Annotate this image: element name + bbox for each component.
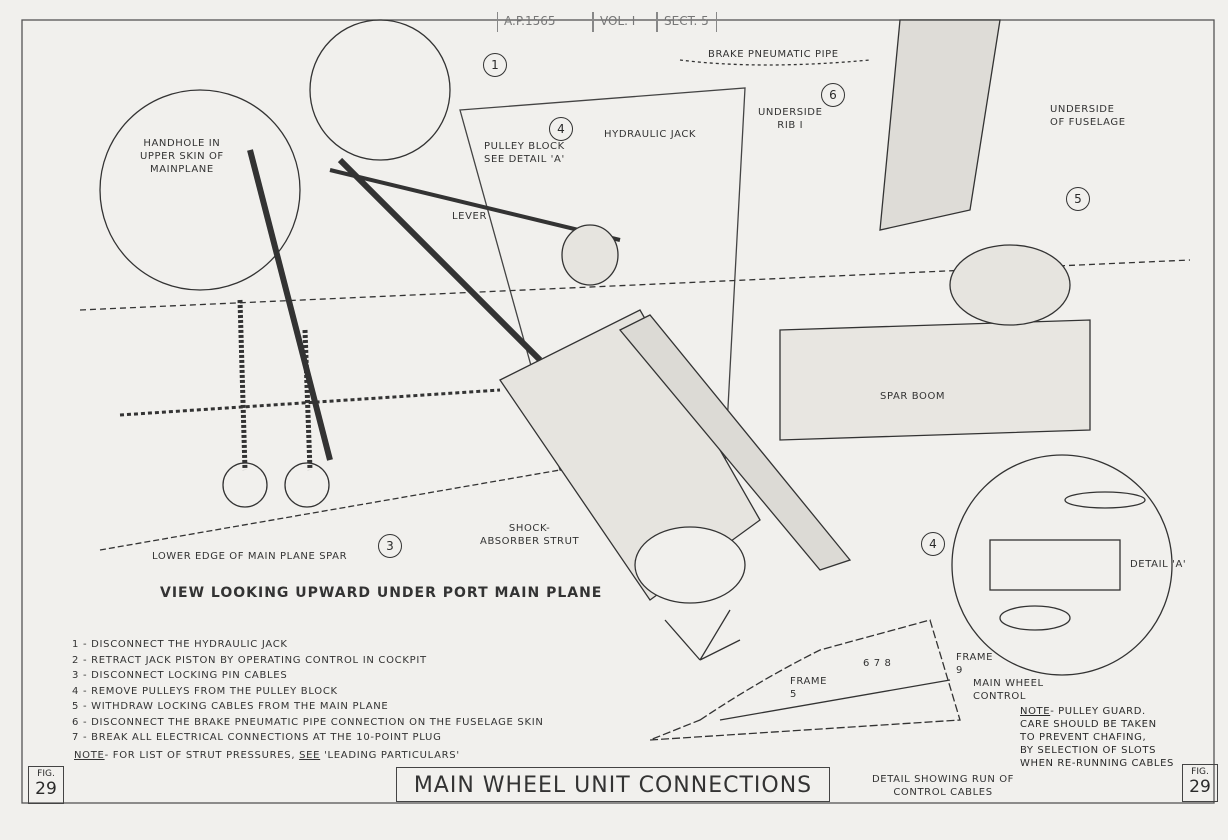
pulley-note: NOTE- PULLEY GUARD. CARE SHOULD BE TAKEN…	[1020, 705, 1174, 770]
view-title: VIEW LOOKING UPWARD UNDER PORT MAIN PLAN…	[160, 585, 603, 601]
label-lever: LEVER	[452, 211, 487, 222]
step: 2 - RETRACT JACK PISTON BY OPERATING CON…	[72, 654, 427, 666]
pulley-note-text: - PULLEY GUARD. CARE SHOULD BE TAKEN TO …	[1020, 706, 1174, 769]
callout-5: 5	[1066, 187, 1090, 211]
section: SECT. 5	[657, 12, 717, 32]
label-handhole: HANDHOLE IN UPPER SKIN OF MAINPLANE	[140, 138, 224, 175]
step: 7 - BREAK ALL ELECTRICAL CONNECTIONS AT …	[72, 732, 442, 743]
label-brake-pipe: BRAKE PNEUMATIC PIPE	[708, 49, 839, 60]
strut-arm-left	[247, 149, 333, 461]
label-detail-run: DETAIL SHOWING RUN OF CONTROL CABLES	[872, 774, 1015, 798]
callout-1: 1	[483, 53, 507, 77]
step: 4 - REMOVE PULLEYS FROM THE PULLEY BLOCK	[72, 685, 338, 697]
label-frame-5: FRAME 5	[790, 676, 828, 700]
label-underside-fuselage: UNDERSIDE OF FUSELAGE	[1050, 104, 1126, 128]
doc-number: A.P.1565	[497, 12, 593, 32]
instruction-list: 1 - DISCONNECT THE HYDRAULIC JACK 2 - RE…	[72, 637, 544, 746]
callout-4: 4	[549, 117, 573, 141]
note-ref: 'LEADING PARTICULARS'	[320, 750, 460, 761]
label-spar-boom: SPAR BOOM	[880, 391, 946, 402]
detail-a-circle	[951, 454, 1173, 676]
lever-arm	[337, 157, 543, 363]
sheet-border	[21, 19, 1215, 804]
hydraulic-jack	[561, 224, 619, 286]
label-shock-strut: SHOCK- ABSORBER STRUT	[480, 523, 580, 547]
figure-title: MAIN WHEEL UNIT CONNECTIONS	[396, 767, 830, 802]
locking-chains	[237, 299, 313, 471]
label-frames-6-8: 6 7 8	[863, 658, 892, 669]
fig-box-left: FIG.29	[28, 766, 64, 804]
label-hydraulic-jack: HYDRAULIC JACK	[604, 129, 697, 140]
note-see: SEE	[299, 750, 321, 761]
label-main-wheel-control: MAIN WHEEL CONTROL	[973, 678, 1044, 702]
handhole-circle	[99, 89, 301, 291]
spar-boom	[779, 319, 1091, 441]
fig-box-right: FIG.29	[1182, 764, 1218, 802]
label-pulley-block: PULLEY BLOCK SEE DETAIL 'A'	[484, 141, 565, 165]
callout-4-detail: 4	[921, 532, 945, 556]
callout-3: 3	[378, 534, 402, 558]
step: 1 - DISCONNECT THE HYDRAULIC JACK	[72, 639, 288, 650]
step: 6 - DISCONNECT THE BRAKE PNEUMATIC PIPE …	[72, 716, 544, 728]
brake-pipe-line	[679, 59, 871, 66]
callout-6: 6	[821, 83, 845, 107]
fig-label: FIG.	[37, 769, 55, 779]
label-detail-a: DETAIL 'A'	[1130, 559, 1187, 570]
label-underside-rib: UNDERSIDE RIB I	[758, 107, 823, 131]
label-lower-edge: LOWER EDGE OF MAIN PLANE SPAR	[152, 551, 348, 562]
fig-number: 29	[1189, 777, 1211, 797]
fig-number: 29	[35, 779, 57, 799]
strut-note: NOTE- FOR LIST OF STRUT PRESSURES, SEE '…	[74, 750, 460, 761]
aircraft-outline	[649, 619, 961, 741]
detail-1-circle	[309, 19, 451, 161]
fig-label: FIG.	[1191, 767, 1209, 777]
volume: VOL. I	[593, 12, 657, 32]
note-prefix: NOTE	[74, 750, 105, 761]
pulley-note-prefix: NOTE	[1020, 706, 1051, 717]
fuselage-side	[879, 19, 1001, 231]
note-text: - FOR LIST OF STRUT PRESSURES,	[104, 750, 300, 761]
step: 3 - DISCONNECT LOCKING PIN CABLES	[72, 670, 288, 681]
label-frame-9: FRAME 9	[956, 652, 994, 676]
step: 5 - WITHDRAW LOCKING CABLES FROM THE MAI…	[72, 701, 389, 712]
